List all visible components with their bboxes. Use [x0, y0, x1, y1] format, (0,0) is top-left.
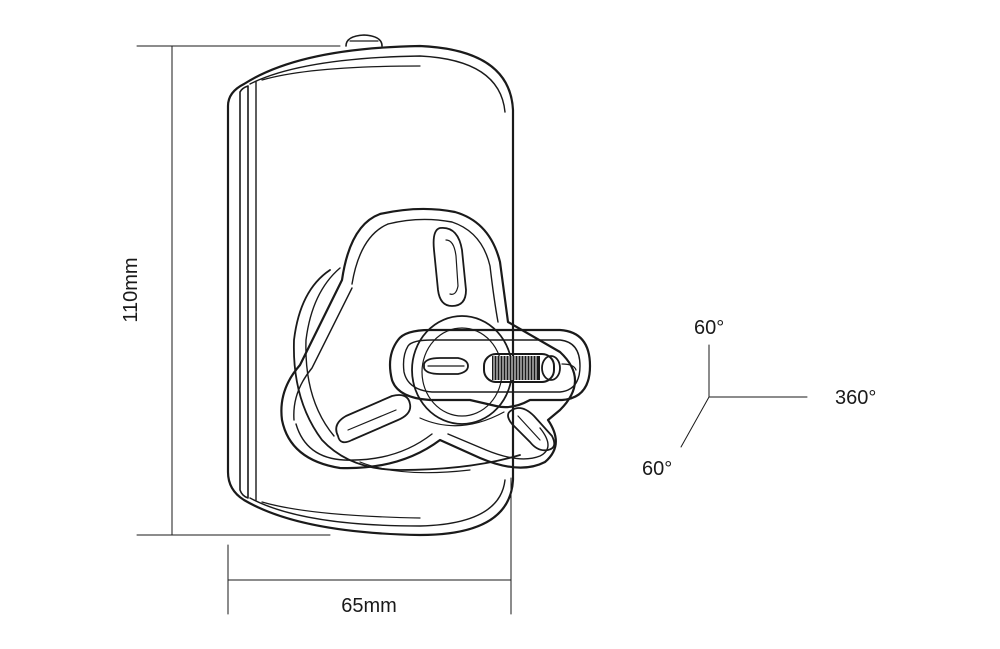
ball-joint [293, 267, 521, 474]
tilt-bar [388, 328, 592, 409]
width-dimension: 65mm [227, 477, 512, 617]
rotation-up-label: 60° [694, 317, 724, 339]
rotation-axes: 60° 360° 60° [642, 317, 876, 480]
height-label: 110mm [120, 257, 142, 322]
wall-plate [226, 34, 515, 537]
height-dimension: 110mm [120, 45, 341, 536]
width-label: 65mm [341, 595, 397, 617]
bolt-thread [492, 356, 540, 380]
rotation-down-label: 60° [642, 458, 672, 480]
tri-arm [280, 207, 576, 470]
rotation-right-label: 360° [835, 387, 876, 409]
